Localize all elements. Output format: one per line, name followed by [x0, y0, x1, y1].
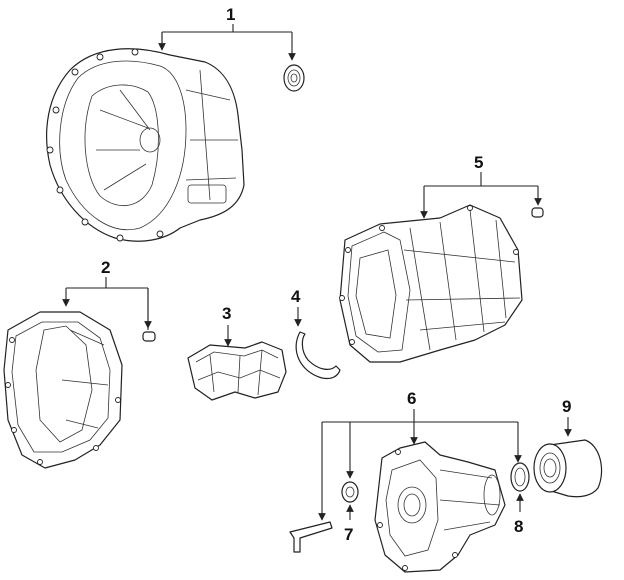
callout-7[interactable]: 7	[344, 525, 353, 544]
rear-oil-seal[interactable]	[510, 462, 530, 492]
callout-4[interactable]: 4	[291, 287, 301, 306]
part-2-adapter-housing-group: 2	[3, 258, 156, 469]
snap-ring[interactable]	[295, 331, 341, 380]
part-6-extension-housing-group: 6	[289, 389, 522, 573]
part-7-seal-group: 7	[341, 481, 359, 544]
adapter-housing[interactable]	[3, 311, 123, 469]
clutch-housing[interactable]	[46, 48, 245, 242]
part-5-transmission-case-group: 5	[339, 153, 544, 363]
transmission-case[interactable]	[339, 204, 523, 363]
part-1-clutch-housing-group: 1	[46, 5, 305, 242]
callout-1[interactable]: 1	[226, 5, 235, 24]
callout-3[interactable]: 3	[222, 304, 231, 323]
dowel-pin[interactable]	[142, 331, 156, 342]
shift-bracket[interactable]	[187, 341, 287, 401]
extension-housing[interactable]	[374, 441, 506, 573]
callout-5[interactable]: 5	[474, 153, 483, 172]
part-3-bracket-group: 3	[187, 304, 287, 401]
callout-9[interactable]: 9	[562, 397, 571, 416]
part-9-dust-boot-group: 9	[533, 397, 603, 498]
speed-sensor[interactable]	[289, 521, 333, 553]
part-4-snap-ring-group: 4	[291, 287, 341, 380]
small-oil-seal[interactable]	[341, 481, 359, 503]
callout-2[interactable]: 2	[101, 258, 110, 277]
dowel-pin-case[interactable]	[531, 207, 544, 218]
callout-6[interactable]: 6	[407, 389, 416, 408]
part-8-rear-seal-group: 8	[510, 462, 530, 536]
callout-8[interactable]: 8	[514, 517, 523, 536]
input-shaft-seal[interactable]	[283, 64, 305, 92]
dust-boot[interactable]	[533, 439, 603, 498]
